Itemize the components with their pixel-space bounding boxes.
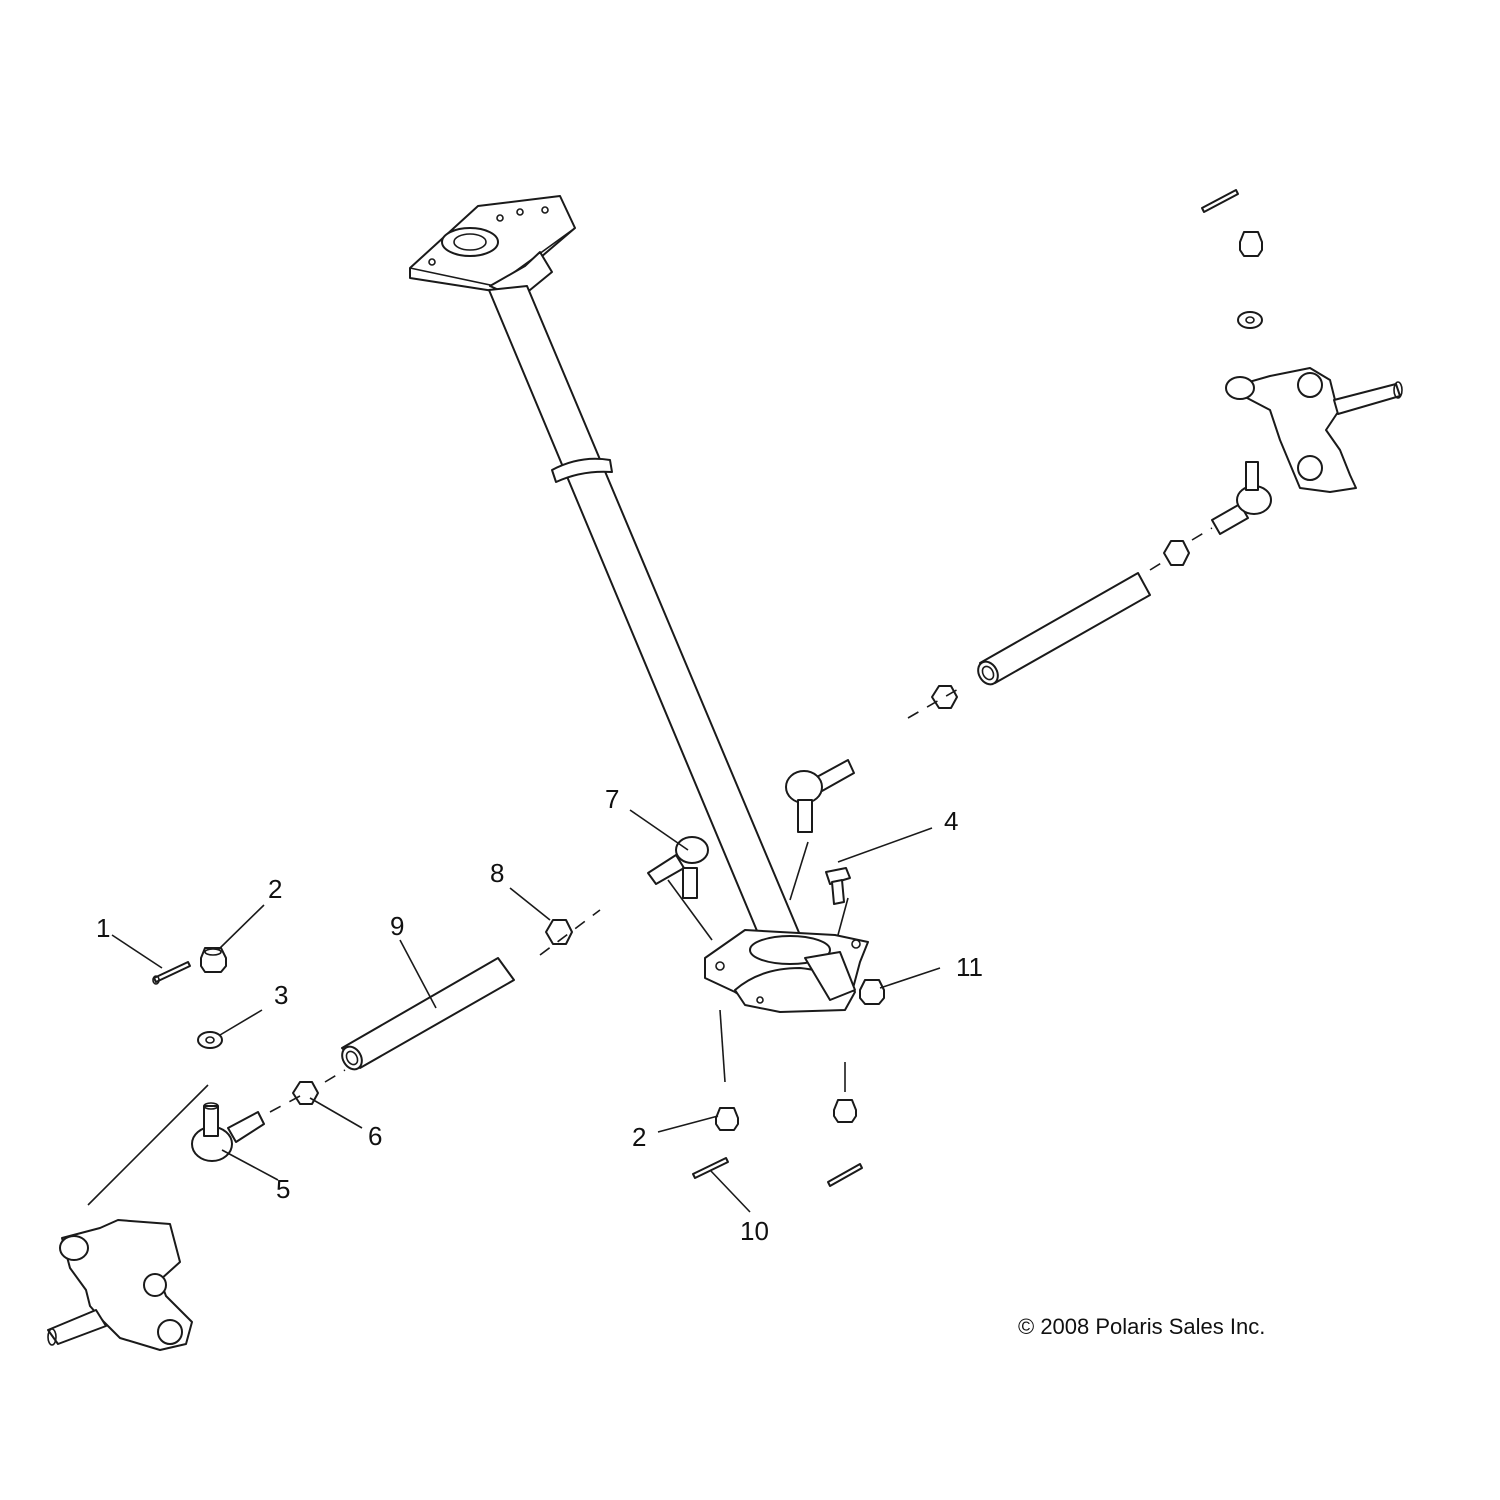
tie-rod-end-right-inner: [785, 759, 855, 833]
callout-10: 10: [740, 1216, 769, 1246]
callout-5: 5: [276, 1174, 290, 1204]
steering-arm-plate: [704, 929, 869, 1013]
copyright-notice: © 2008 Polaris Sales Inc.: [1018, 1314, 1266, 1339]
cotter-pin-left: [152, 961, 191, 985]
callout-11: 11: [956, 952, 983, 982]
assembly-lines: [87, 527, 1213, 1206]
callout-2-left: 2: [268, 874, 282, 904]
castle-nut-right-top: [1239, 231, 1263, 257]
callout-9: 9: [390, 911, 404, 941]
callouts: 1 2 3 4 5 6 7 8 9 10 11 2: [96, 784, 983, 1246]
washer-right: [1237, 311, 1263, 329]
cotter-pin-center-left: [692, 1157, 729, 1179]
tie-rod-left: [341, 957, 515, 1071]
spindle-left: [47, 1219, 193, 1351]
callout-2-center: 2: [632, 1122, 646, 1152]
washer-left: [197, 1031, 223, 1049]
castle-nut-left: [200, 947, 227, 973]
callout-leaders: [111, 809, 941, 1213]
tie-rod-end-left-inner: [647, 836, 709, 899]
flange-nut-right: [859, 979, 885, 1005]
callout-4: 4: [944, 806, 958, 836]
callout-7: 7: [605, 784, 619, 814]
jam-nut-right-inner: [931, 685, 958, 709]
callout-6: 6: [368, 1121, 382, 1151]
tie-rod-end-left-outer: [191, 1102, 265, 1162]
callout-8: 8: [490, 858, 504, 888]
castle-nut-center-right: [833, 1099, 857, 1123]
bolt-center: [825, 867, 851, 905]
cotter-pin-center-right: [827, 1163, 863, 1187]
tie-rod-right: [977, 572, 1151, 686]
steering-post: [409, 195, 801, 951]
callout-1: 1: [96, 913, 110, 943]
tie-rod-end-right-outer: [1211, 461, 1272, 535]
castle-nut-center-left: [715, 1107, 739, 1131]
jam-nut-left-inner: [545, 919, 573, 945]
callout-3: 3: [274, 980, 288, 1010]
cotter-pin-right-top: [1201, 189, 1239, 213]
jam-nut-right-outer: [1163, 540, 1190, 566]
spindle-right: [1225, 367, 1403, 493]
